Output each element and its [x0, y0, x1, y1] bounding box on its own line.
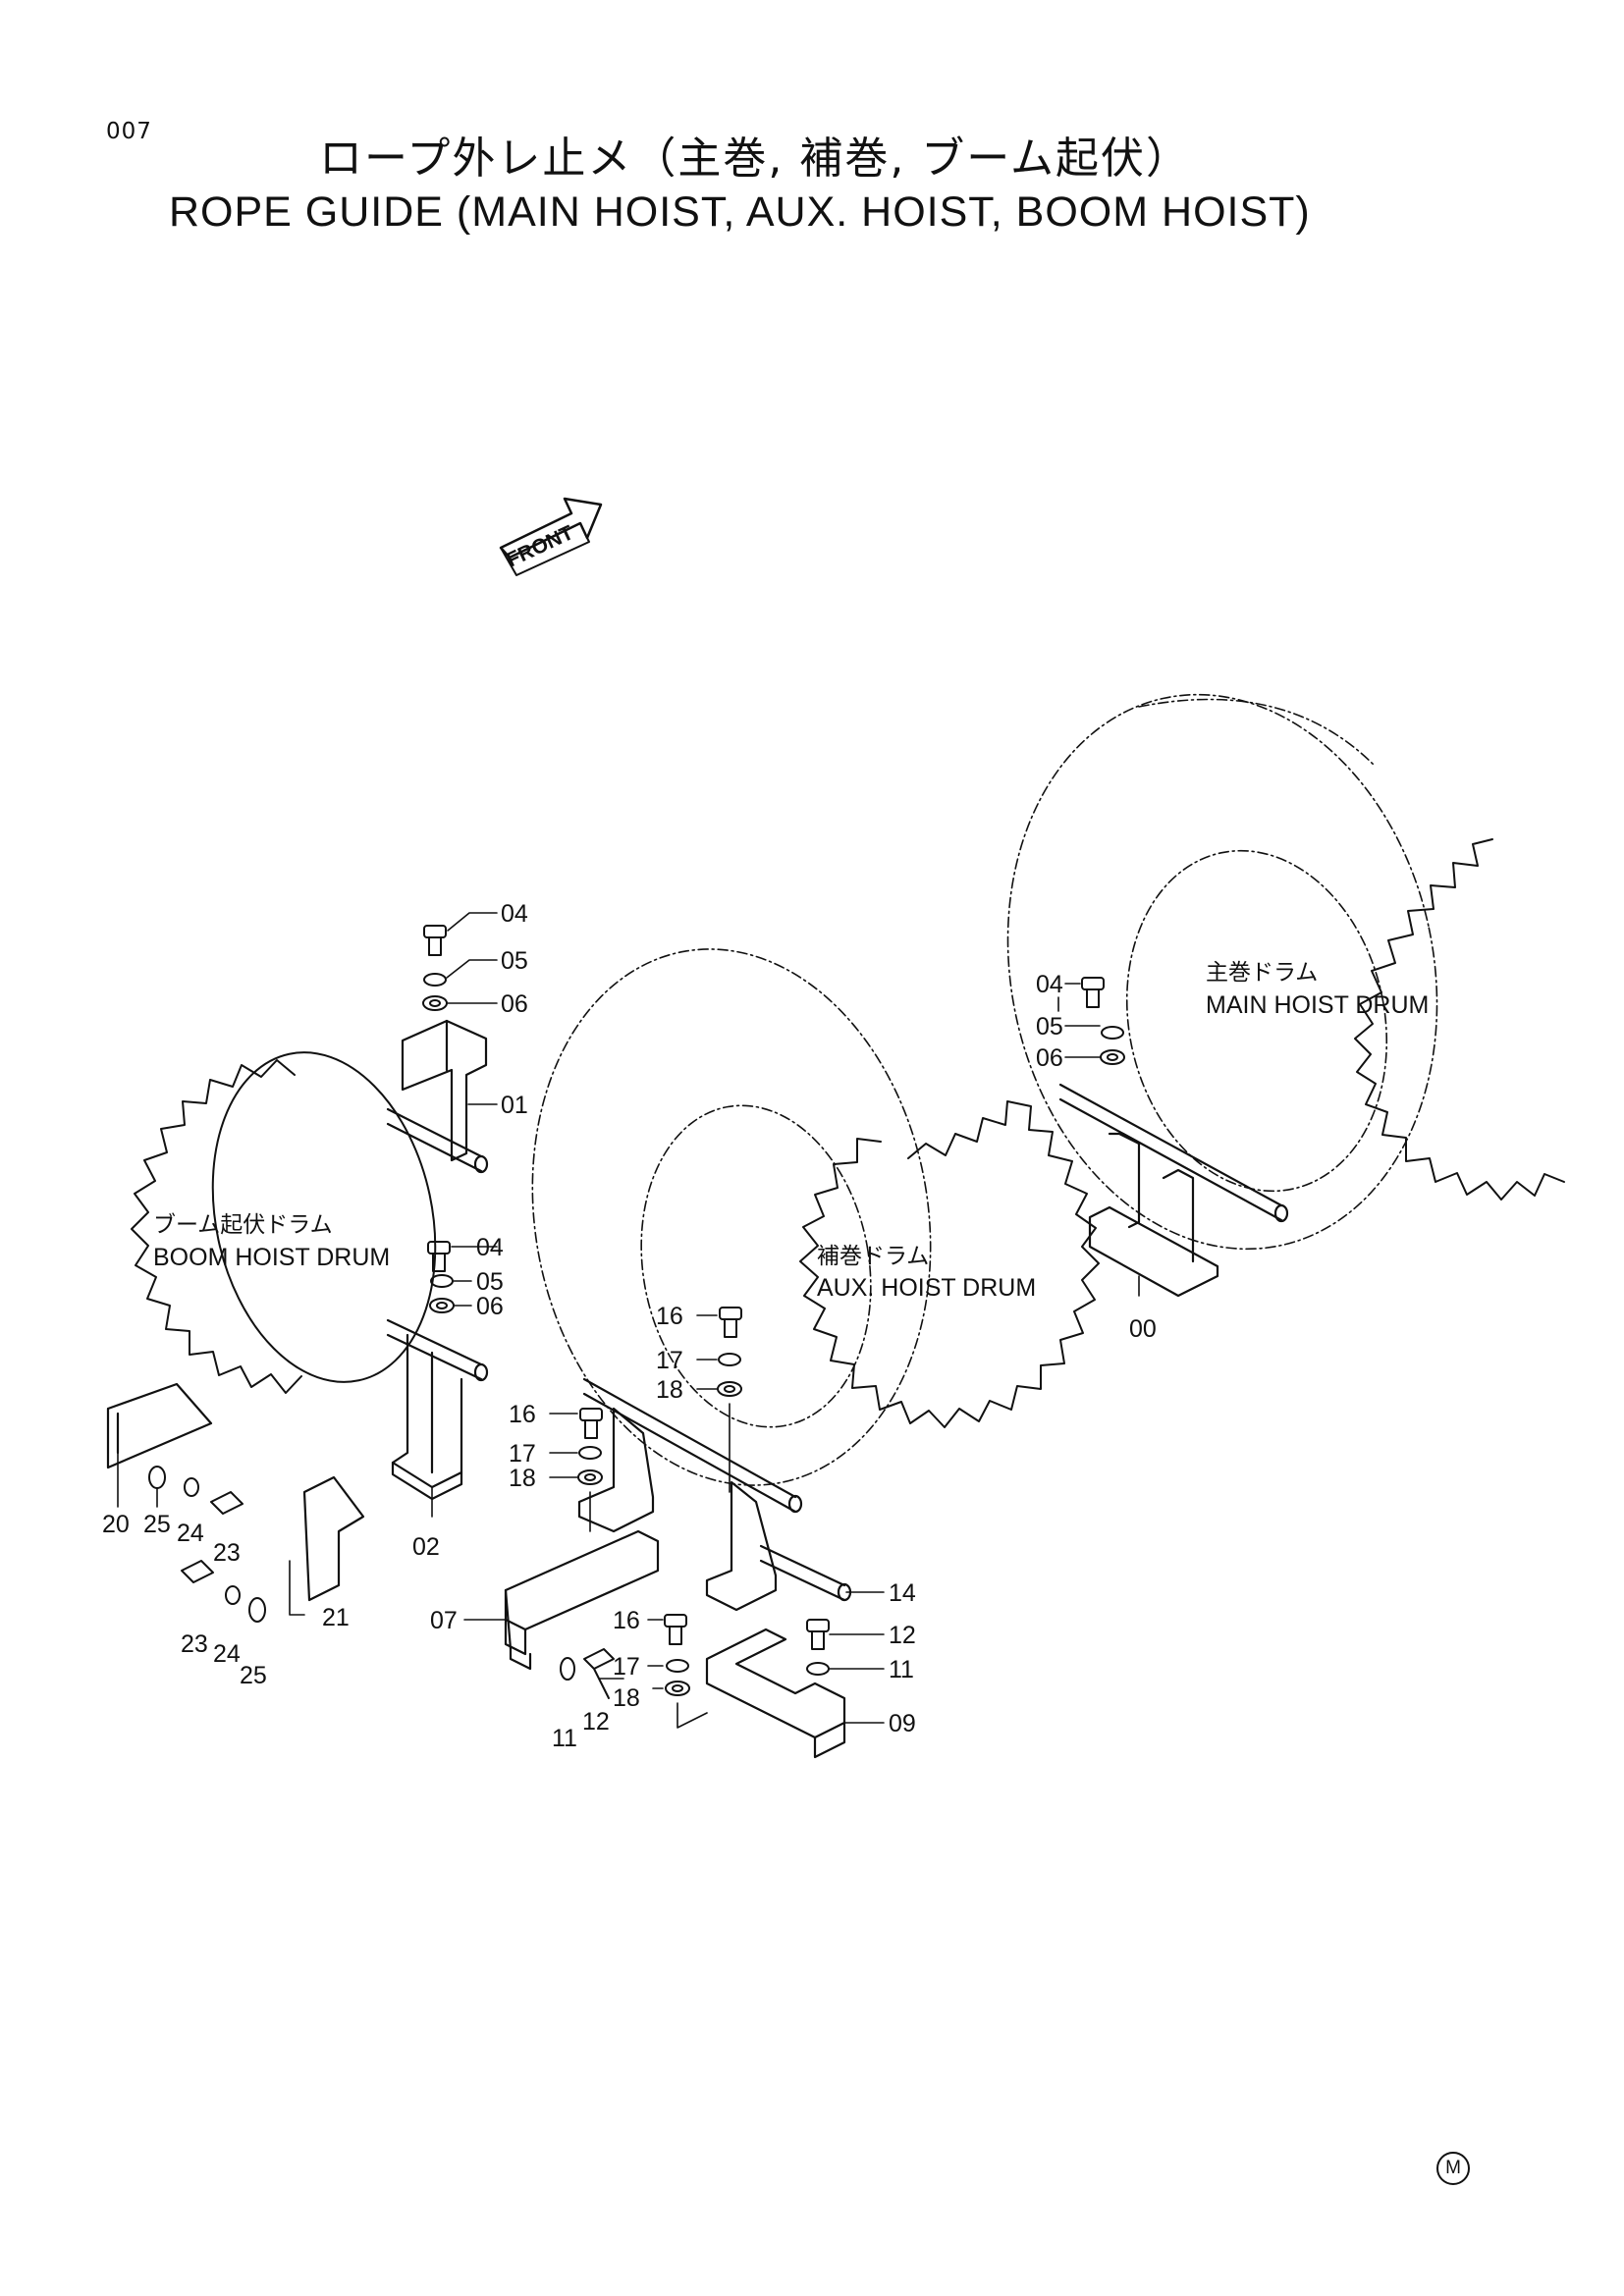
- callout-21: 21: [322, 1604, 350, 1631]
- part-21-bracket: [302, 1475, 365, 1602]
- callout-06-main: 06: [1036, 1044, 1063, 1072]
- callout-11-left: 11: [552, 1725, 577, 1752]
- callout-04-mid: 04: [476, 1234, 504, 1261]
- part-09-base-plate: [705, 1628, 846, 1759]
- front-arrow-icon: FRONT: [499, 497, 603, 576]
- part-20-bracket: [106, 1382, 213, 1469]
- boom-hoist-drum: [211, 1051, 437, 1383]
- callout-04-main: 04: [1036, 971, 1063, 998]
- callout-06-top: 06: [501, 990, 528, 1018]
- callout-17-b: 17: [509, 1440, 536, 1468]
- callout-20: 20: [102, 1511, 130, 1538]
- part-02-rope-guide-bracket: [386, 1318, 489, 1501]
- callout-24-a: 24: [177, 1520, 204, 1547]
- callout-24-b: 24: [213, 1640, 241, 1668]
- aux-hoist-drum-label-en: AUX. HOIST DRUM: [817, 1274, 1036, 1302]
- callout-23-a: 23: [213, 1539, 241, 1567]
- callout-17-c: 17: [613, 1653, 640, 1681]
- callout-01: 01: [501, 1092, 528, 1119]
- callout-05-top: 05: [501, 947, 528, 975]
- callout-18-a: 18: [656, 1376, 683, 1404]
- manufacturer-mark-icon: M: [1436, 2152, 1470, 2185]
- callout-07: 07: [430, 1607, 458, 1634]
- boom-hoist-drum-label-en: BOOM HOIST DRUM: [153, 1244, 390, 1271]
- callout-09: 09: [889, 1710, 916, 1737]
- boom-hoist-drum-teeth: [131, 1059, 302, 1394]
- callout-11-right: 11: [889, 1656, 914, 1683]
- callout-05-main: 05: [1036, 1013, 1063, 1041]
- callout-18-c: 18: [613, 1684, 640, 1712]
- callout-16-c: 16: [613, 1607, 640, 1634]
- callout-04-top: 04: [501, 900, 528, 928]
- boom-hoist-drum-label-jp: ブーム起伏ドラム: [153, 1212, 333, 1238]
- part-07-base-bracket: [504, 1529, 660, 1671]
- main-hoist-drum: [1006, 693, 1438, 1251]
- callout-25-b: 25: [240, 1662, 267, 1689]
- bolt-icon: [148, 925, 1125, 1699]
- callout-18-b: 18: [509, 1465, 536, 1492]
- leader-lines: [117, 912, 1140, 1729]
- part-14-rope-guide-bracket: [577, 1377, 852, 1612]
- callout-16-a: 16: [656, 1303, 683, 1330]
- callout-12-right: 12: [889, 1622, 916, 1649]
- title-english: ROPE GUIDE (MAIN HOIST, AUX. HOIST, BOOM…: [169, 188, 1311, 236]
- aux-hoist-drum-teeth: [799, 1100, 1100, 1428]
- title-japanese: ロープ外レ止メ（主巻, 補巻, ブーム起伏）: [319, 133, 1191, 184]
- main-hoist-drum-teeth: [1354, 838, 1565, 1201]
- part-01-rope-guide-bracket: [386, 1019, 489, 1174]
- callout-06-mid: 06: [476, 1293, 504, 1320]
- aux-hoist-drum-label-jp: 補巻ドラム: [817, 1244, 929, 1269]
- page-number: 007: [106, 119, 152, 144]
- callout-00: 00: [1129, 1315, 1157, 1343]
- callout-02: 02: [412, 1533, 440, 1561]
- callout-05-mid: 05: [476, 1268, 504, 1296]
- callout-25-a: 25: [143, 1511, 171, 1538]
- aux-hoist-drum: [531, 948, 932, 1486]
- callout-14: 14: [889, 1579, 916, 1607]
- callout-17-a: 17: [656, 1347, 683, 1374]
- main-hoist-drum-label-en: MAIN HOIST DRUM: [1206, 991, 1429, 1019]
- callout-12-left: 12: [582, 1708, 610, 1735]
- part-00-rope-guide-bracket: [1058, 1083, 1289, 1298]
- main-hoist-drum-label-jp: 主巻ドラム: [1206, 960, 1318, 986]
- callout-23-b: 23: [181, 1630, 208, 1658]
- callout-16-b: 16: [509, 1401, 536, 1428]
